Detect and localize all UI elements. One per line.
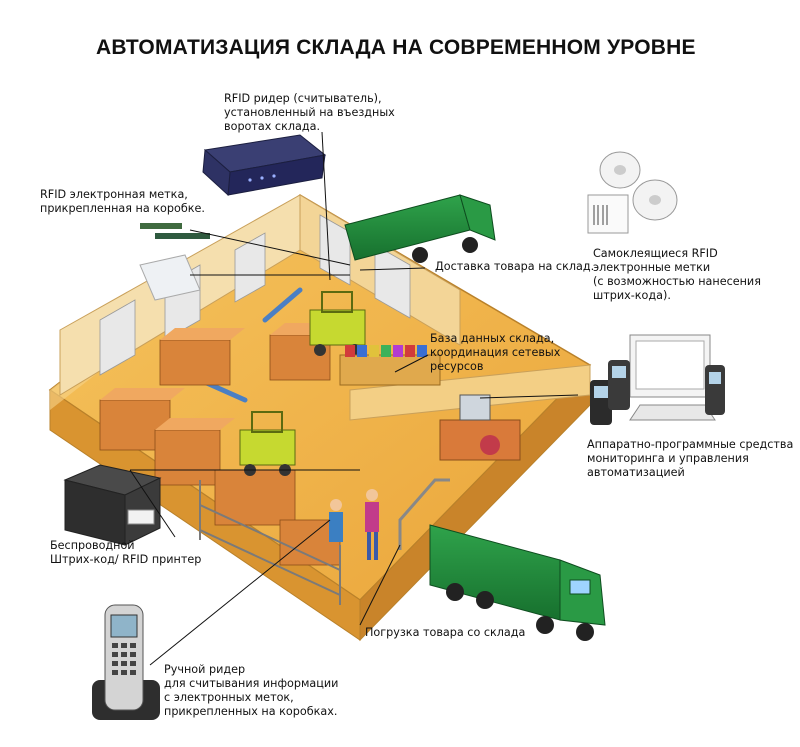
label-rfid-tag-box: RFID электронная метка, прикрепленная на… xyxy=(40,188,205,215)
label-delivery: Доставка товара на склад. xyxy=(435,260,595,273)
office-desk xyxy=(439,394,521,461)
label-roll-icon xyxy=(587,151,678,234)
worker-icon xyxy=(329,489,379,560)
gate-scanner xyxy=(398,478,450,550)
rfid-tag-icon xyxy=(139,223,210,301)
printer-icon xyxy=(63,464,162,546)
label-rfid-reader: RFID ридер (считыватель), установленный … xyxy=(224,92,395,133)
label-hardware-software: Аппаратно-программные средства мониторин… xyxy=(587,438,794,479)
label-shipping: Погрузка товара со склада xyxy=(365,626,526,639)
goods-shelf xyxy=(339,345,441,386)
warehouse-building xyxy=(48,194,592,642)
leader-lines xyxy=(129,131,579,666)
label-printer: Беспроводной Штрих-код/ RFID принтер xyxy=(50,539,202,566)
page-title: АВТОМАТИЗАЦИЯ СКЛАДА НА СОВРЕМЕННОМ УРОВ… xyxy=(96,36,696,59)
label-self-adhesive-tags: Самоклеящиеся RFID электронные метки (с … xyxy=(593,247,761,302)
handheld-reader-icon xyxy=(92,604,160,720)
truck-icon xyxy=(344,194,606,641)
rfid-reader-icon xyxy=(202,134,327,197)
shelving-rack xyxy=(199,480,341,605)
label-handheld-reader: Ручной ридер для считывания информации с… xyxy=(164,663,339,718)
label-database: База данных склада, координация сетевых … xyxy=(430,332,561,373)
box-stack-icon xyxy=(99,323,345,566)
computer-icon xyxy=(590,334,725,425)
